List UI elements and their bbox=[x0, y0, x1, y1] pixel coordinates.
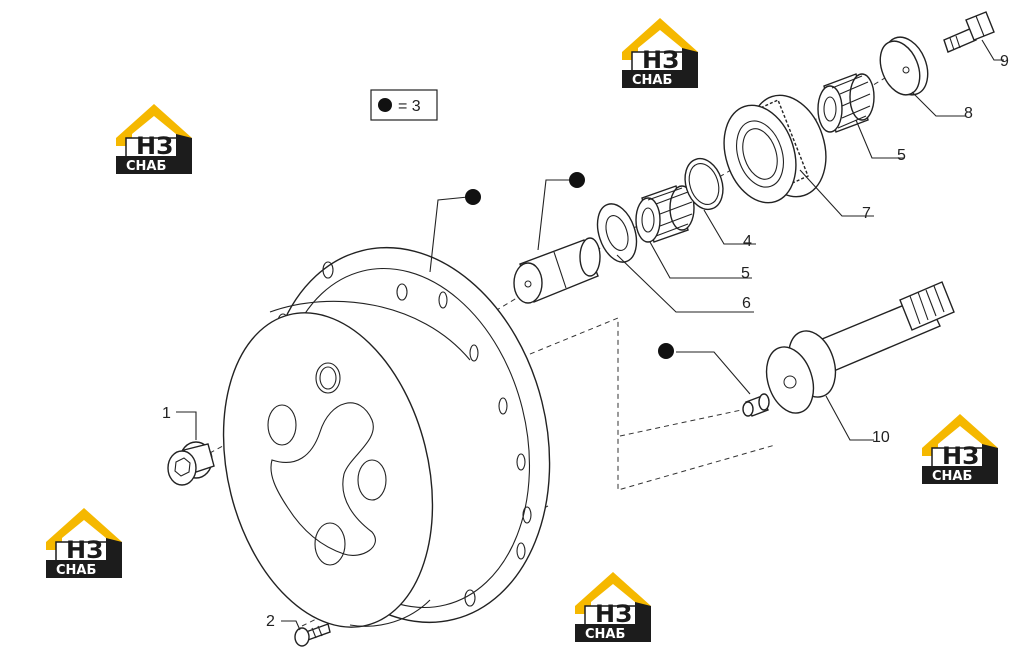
watermark-logo-lower-left: НЗ СНАБ bbox=[45, 507, 123, 579]
svg-text:СНАБ: СНАБ bbox=[632, 73, 672, 88]
bullet-marker-icon bbox=[569, 172, 585, 188]
callout-10: 10 bbox=[872, 429, 890, 446]
callout-4: 4 bbox=[743, 233, 752, 250]
callout-7: 7 bbox=[862, 205, 871, 222]
part-7-planet-gear: 7 bbox=[723, 94, 874, 222]
watermark-logo-upper-left: НЗ СНАБ bbox=[115, 103, 193, 175]
part-10-sun-gear-shaft: 10 bbox=[765, 281, 955, 446]
watermark-logo-right: НЗ СНАБ bbox=[921, 413, 999, 485]
part-8-cover-plate: 8 bbox=[879, 36, 973, 122]
threaded-pin bbox=[658, 343, 770, 417]
bullet-marker-icon bbox=[378, 98, 392, 112]
callout-9: 9 bbox=[1000, 53, 1009, 70]
pin-bushing bbox=[513, 172, 601, 304]
svg-text:СНАБ: СНАБ bbox=[585, 627, 625, 642]
hub-housing bbox=[222, 189, 551, 628]
part-6-thrust-washer: 6 bbox=[596, 203, 754, 313]
part-1-plug: 1 bbox=[162, 405, 215, 486]
svg-text:НЗ: НЗ bbox=[595, 600, 632, 628]
callout-6: 6 bbox=[742, 295, 751, 312]
svg-text:СНАБ: СНАБ bbox=[56, 563, 96, 578]
watermark-logo-top: НЗ СНАБ bbox=[621, 17, 699, 89]
part-4-retaining-ring: 4 bbox=[684, 157, 756, 250]
legend-label: = 3 bbox=[398, 98, 421, 115]
callout-2: 2 bbox=[266, 613, 275, 630]
svg-text:НЗ: НЗ bbox=[642, 46, 679, 74]
part-2-screw: 2 bbox=[266, 613, 331, 647]
part-5-needle-bearing-lower: 5 bbox=[635, 185, 752, 282]
part-9-bolt: 9 bbox=[943, 11, 1009, 70]
callout-1: 1 bbox=[162, 405, 171, 422]
svg-text:НЗ: НЗ bbox=[66, 536, 103, 564]
part-5-needle-bearing-upper: 5 bbox=[817, 73, 906, 164]
bullet-marker-icon bbox=[465, 189, 481, 205]
svg-text:НЗ: НЗ bbox=[942, 442, 979, 470]
callout-5-upper: 5 bbox=[897, 147, 906, 164]
bullet-marker-icon bbox=[658, 343, 674, 359]
callout-8: 8 bbox=[964, 105, 973, 122]
svg-text:СНАБ: СНАБ bbox=[126, 159, 166, 174]
svg-text:СНАБ: СНАБ bbox=[932, 469, 972, 484]
callout-5-lower: 5 bbox=[741, 265, 750, 282]
svg-text:НЗ: НЗ bbox=[136, 132, 173, 160]
legend-box: = 3 bbox=[370, 89, 438, 121]
watermark-logo-bottom: НЗ СНАБ bbox=[574, 571, 652, 643]
